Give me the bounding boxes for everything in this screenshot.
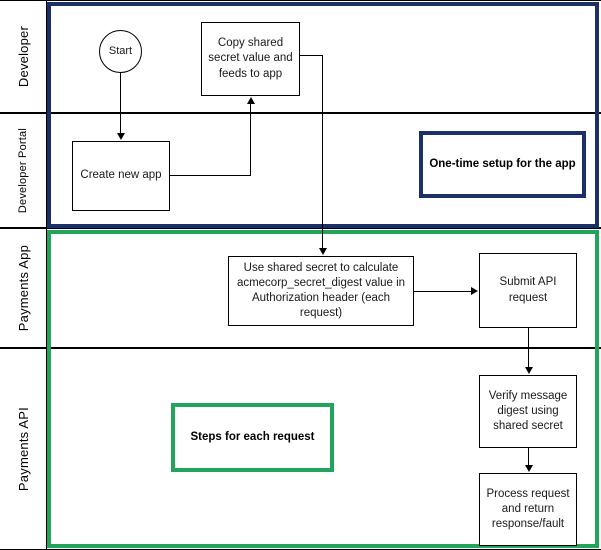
connector-create-app-up xyxy=(250,104,251,176)
lane-label-payments-api: Payments API xyxy=(0,349,47,549)
callout-steps-for-each-request: Steps for each request xyxy=(171,403,334,472)
node-process-request[interactable]: Process request and return response/faul… xyxy=(479,473,577,546)
lane-label-payments-app-text: Payments App xyxy=(15,244,31,332)
connector-calc-digest-to-submit xyxy=(414,291,472,292)
connector-submit-to-verify xyxy=(528,328,529,369)
callout-one-time-setup-label: One-time setup for the app xyxy=(429,157,576,170)
connector-copy-secret-down xyxy=(322,55,323,249)
lane-developer: Developer xyxy=(0,0,601,113)
node-process-request-label: Process request and return response/faul… xyxy=(486,487,570,531)
lane-label-payments-app: Payments App xyxy=(0,229,47,347)
lane-payments-app: Payments App xyxy=(0,228,601,348)
lane-label-payments-api-text: Payments API xyxy=(15,406,31,492)
node-start-label: Start xyxy=(108,45,133,58)
node-create-new-app-label: Create new app xyxy=(80,169,162,182)
lane-label-developer-text: Developer xyxy=(15,25,31,88)
node-submit-api-request[interactable]: Submit API request xyxy=(479,253,577,328)
connector-create-app-right xyxy=(170,175,250,176)
connector-start-to-create-new-app xyxy=(120,73,121,135)
arrowhead-copy-shared-secret xyxy=(247,97,255,104)
arrowhead-process-request xyxy=(525,465,533,472)
arrowhead-calculate-digest xyxy=(319,248,327,255)
node-copy-shared-secret[interactable]: Copy shared secret value and feeds to ap… xyxy=(201,22,300,96)
lane-label-developer-portal: Developer Portal xyxy=(0,114,47,227)
node-calculate-digest[interactable]: Use shared secret to calculate acmecorp_… xyxy=(228,256,414,326)
lane-label-developer-portal-text: Developer Portal xyxy=(17,127,29,214)
node-start[interactable]: Start xyxy=(99,30,142,73)
node-verify-message-digest[interactable]: Verify message digest using shared secre… xyxy=(479,375,577,448)
node-submit-api-request-label: Submit API request xyxy=(499,276,557,304)
connector-copy-secret-right xyxy=(300,55,323,56)
arrowhead-verify-message-digest xyxy=(525,367,533,374)
connector-verify-to-process xyxy=(528,448,529,467)
node-copy-shared-secret-label: Copy shared secret value and feeds to ap… xyxy=(208,37,293,80)
callout-one-time-setup: One-time setup for the app xyxy=(419,131,586,198)
node-verify-message-digest-label: Verify message digest using shared secre… xyxy=(488,389,568,433)
lane-label-developer: Developer xyxy=(0,1,47,112)
node-create-new-app[interactable]: Create new app xyxy=(72,141,170,211)
callout-steps-for-each-request-label: Steps for each request xyxy=(190,430,315,443)
arrowhead-create-new-app xyxy=(117,133,125,140)
node-calculate-digest-label: Use shared secret to calculate acmecorp_… xyxy=(236,261,406,320)
arrowhead-submit-api-request xyxy=(471,287,478,295)
